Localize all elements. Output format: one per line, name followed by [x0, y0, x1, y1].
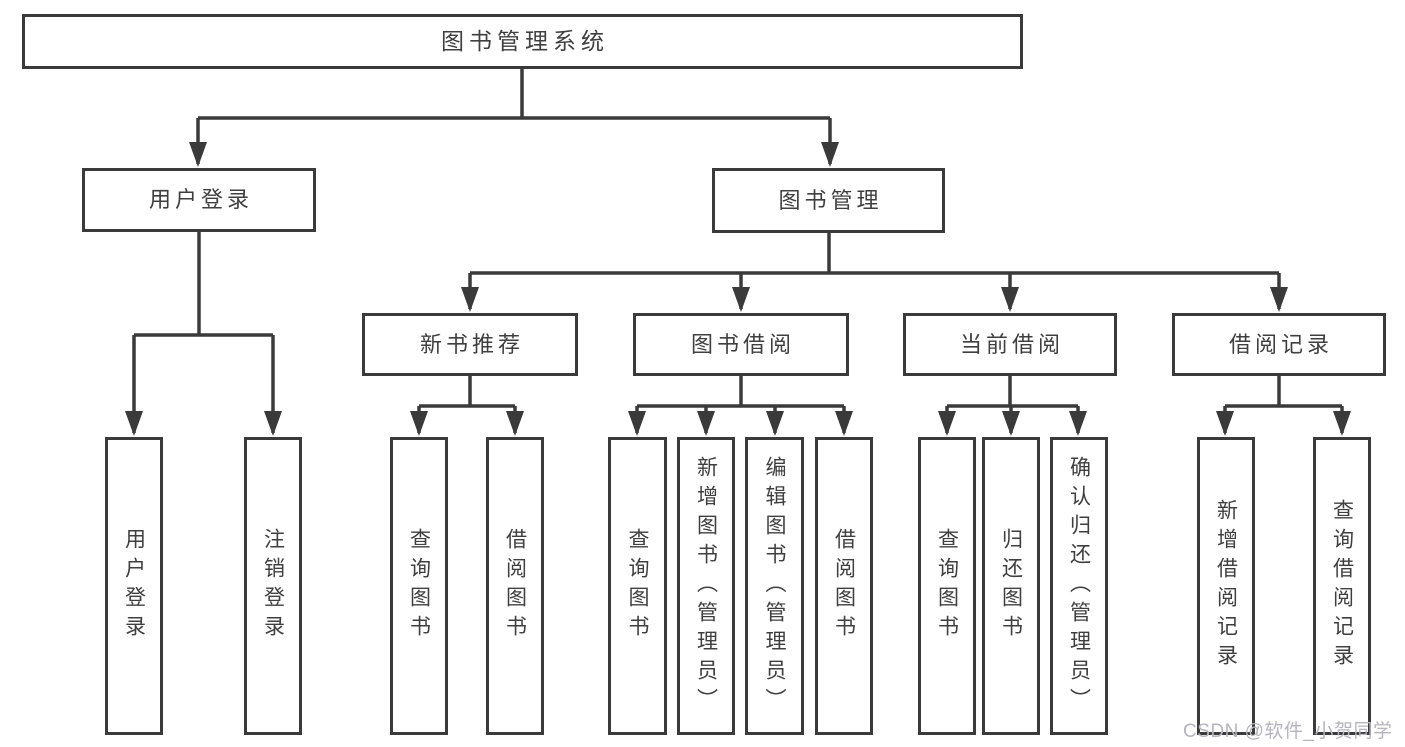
leaf-query-books-recommend-label: 查询图书 — [407, 528, 431, 644]
leaf-query-books-current-label: 查询图书 — [935, 528, 959, 644]
node-book-borrow: 图书借阅 — [633, 313, 849, 376]
node-book-management: 图书管理 — [712, 168, 945, 233]
csdn-watermark: CSDN @软件_小贺同学 — [1183, 721, 1393, 742]
connector-strokes — [132, 69, 1344, 433]
leaf-logout: 注销登录 — [244, 437, 302, 735]
node-current-borrow: 当前借阅 — [903, 313, 1117, 376]
leaf-return-books-label: 归还图书 — [999, 528, 1023, 644]
leaf-query-borrow-record-label: 查询借阅记录 — [1330, 499, 1354, 673]
leaf-borrow-books: 借阅图书 — [815, 437, 873, 735]
leaf-add-borrow-record: 新增借阅记录 — [1197, 437, 1255, 735]
leaf-query-books-current: 查询图书 — [918, 437, 976, 735]
node-user-login-label: 用户登录 — [148, 187, 253, 212]
leaf-query-books-borrow-label: 查询图书 — [626, 528, 649, 644]
leaf-query-books-recommend: 查询图书 — [390, 437, 448, 735]
leaf-add-books-admin-label: 新增图书（管理员） — [694, 455, 718, 717]
node-borrow-records: 借阅记录 — [1172, 313, 1386, 376]
leaf-borrow-books-label: 借阅图书 — [832, 528, 856, 644]
leaf-query-books-borrow: 查询图书 — [608, 437, 667, 735]
node-library-system: 图书管理系统 — [22, 14, 1023, 69]
leaf-confirm-return-admin: 确认归还（管理员） — [1050, 437, 1108, 735]
leaf-edit-books-admin: 编辑图书（管理员） — [745, 437, 804, 735]
leaf-query-borrow-record: 查询借阅记录 — [1313, 437, 1371, 735]
node-borrow-records-label: 借阅记录 — [1228, 331, 1333, 357]
leaf-user-login-label: 用户登录 — [122, 528, 146, 644]
leaf-add-books-admin: 新增图书（管理员） — [677, 437, 735, 735]
arrowheads — [125, 142, 1351, 436]
node-current-borrow-label: 当前借阅 — [959, 331, 1064, 357]
leaf-borrow-books-recommend: 借阅图书 — [486, 437, 544, 735]
node-book-management-label: 图书管理 — [778, 187, 883, 213]
node-book-borrow-label: 图书借阅 — [690, 331, 795, 357]
leaf-return-books: 归还图书 — [982, 437, 1040, 735]
leaf-confirm-return-admin-label: 确认归还（管理员） — [1067, 455, 1091, 717]
leaf-edit-books-admin-label: 编辑图书（管理员） — [763, 455, 786, 717]
leaf-user-login: 用户登录 — [105, 437, 163, 735]
leaf-logout-label: 注销登录 — [261, 528, 285, 644]
node-new-book-recommend-label: 新书推荐 — [419, 331, 524, 357]
leaf-add-borrow-record-label: 新增借阅记录 — [1214, 499, 1238, 673]
leaf-borrow-books-recommend-label: 借阅图书 — [503, 528, 527, 644]
node-library-system-label: 图书管理系统 — [441, 28, 609, 54]
node-user-login: 用户登录 — [82, 168, 316, 232]
node-new-book-recommend: 新书推荐 — [362, 313, 578, 376]
